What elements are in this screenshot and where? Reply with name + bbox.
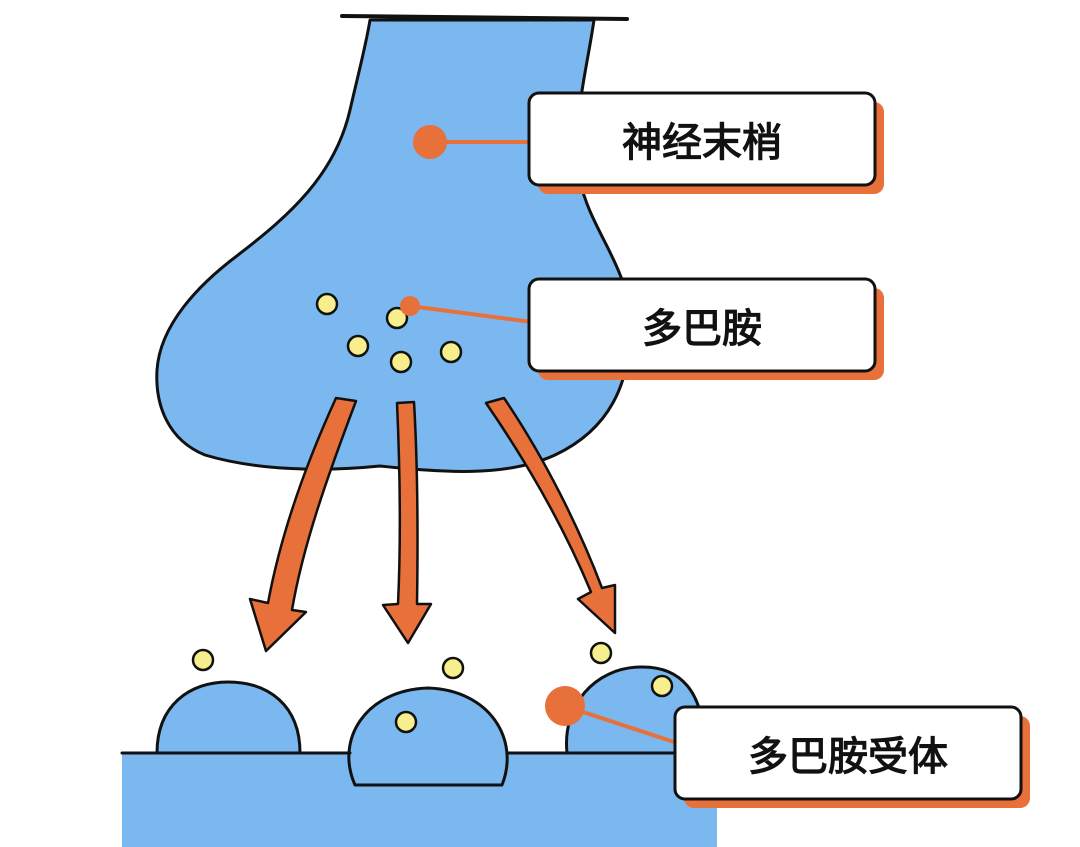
dopamine-molecule [394,710,418,734]
dopamine-molecule [389,350,413,374]
dopamine-molecule [315,292,339,316]
postsynaptic-membrane [120,665,719,847]
marker-dot [413,125,447,159]
callout-dopamine-receptor: 多巴胺受体 [545,686,1030,808]
dopamine-molecules-in-terminal [315,292,463,374]
dopamine-molecule [439,340,463,364]
dopamine-molecule [650,674,674,698]
nerve-terminal [155,14,632,473]
dopamine-molecule [385,306,409,330]
dopamine-molecule [346,334,370,358]
receptor-left [155,680,302,755]
marker-dot [545,686,585,726]
leader-line [409,304,533,324]
label-dopamine-receptor: 多巴胺受体 [748,734,948,780]
nerve-terminal-shape [155,18,632,473]
release-arrow-middle [381,400,433,645]
dopamine-molecule [191,648,215,672]
receptor-middle [347,686,509,787]
marker-dot [400,296,420,316]
label-nerve-terminal: 神经末梢 [622,120,782,166]
label-box [527,91,877,187]
callout-nerve-terminal: 神经末梢 [413,91,884,194]
label-box [527,277,877,373]
callout-dopamine: 多巴胺 [400,277,884,380]
dopamine-molecule [589,641,613,665]
label-box [673,705,1023,801]
release-arrow-left [248,396,358,653]
nerve-terminal-top-edge [340,14,629,21]
leader-line [564,704,681,746]
release-arrow-right [484,396,617,635]
dopamine-molecules-released [191,641,674,734]
release-arrows [248,396,617,653]
label-dopamine: 多巴胺 [642,306,762,352]
dopamine-molecule [441,656,465,680]
